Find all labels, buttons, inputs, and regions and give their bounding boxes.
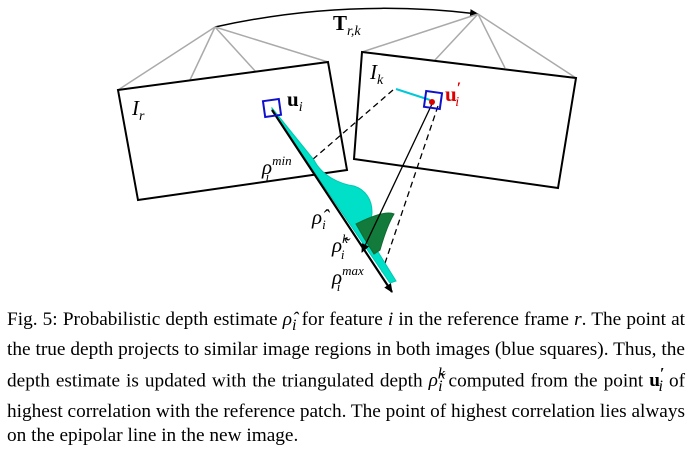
ray-reference bbox=[271, 109, 393, 293]
ref-camera-pyramid bbox=[117, 26, 329, 91]
caption-text-4: . The point at the true depth projects t… bbox=[7, 309, 686, 392]
caption-text-2: for feature bbox=[301, 309, 383, 330]
caption-text-3: in the reference frame bbox=[398, 309, 569, 330]
dashed-projection-min bbox=[311, 89, 394, 161]
ref-point-label: ui bbox=[287, 87, 303, 115]
caption-text-5: computed from the point bbox=[448, 370, 644, 392]
caption-u-prime: u′i bbox=[649, 365, 665, 396]
caption-feature-var: i bbox=[387, 309, 394, 330]
caption-frame-var: r bbox=[574, 309, 582, 330]
caption-text-1: Probabilistic depth estimate bbox=[62, 309, 278, 330]
new-image-plane bbox=[352, 50, 578, 190]
transform-label: Tr,k bbox=[333, 11, 361, 39]
ray-new-point bbox=[361, 103, 433, 253]
dashed-projection-max bbox=[381, 105, 439, 273]
caption-text-6: of highest correlation with the referenc… bbox=[7, 370, 685, 447]
caption-rho-hat: ρ̂i bbox=[282, 309, 297, 334]
caption-rho-tilde: ρ̃ki bbox=[428, 365, 446, 396]
new-patch-square bbox=[422, 89, 444, 111]
rho-hat-label: ρ̂i bbox=[311, 205, 330, 232]
new-point-dot bbox=[429, 99, 435, 105]
new-point-label: u′i bbox=[445, 80, 461, 110]
measurement-likelihood bbox=[355, 212, 395, 255]
transform-arc bbox=[214, 7, 479, 28]
ref-image-plane bbox=[116, 60, 349, 202]
ref-image-label: Ir bbox=[131, 96, 145, 124]
new-image-label: Ik bbox=[369, 60, 384, 88]
figure-number: Fig. 5: bbox=[7, 309, 58, 330]
new-camera-pyramid bbox=[361, 13, 577, 79]
figure-caption: Fig. 5: Probabilistic depth estimate ρ̂i… bbox=[7, 308, 685, 449]
ref-patch-square bbox=[261, 97, 283, 119]
figure-diagram: Tr,k Ir Ik ui u′i bbox=[116, 7, 578, 294]
